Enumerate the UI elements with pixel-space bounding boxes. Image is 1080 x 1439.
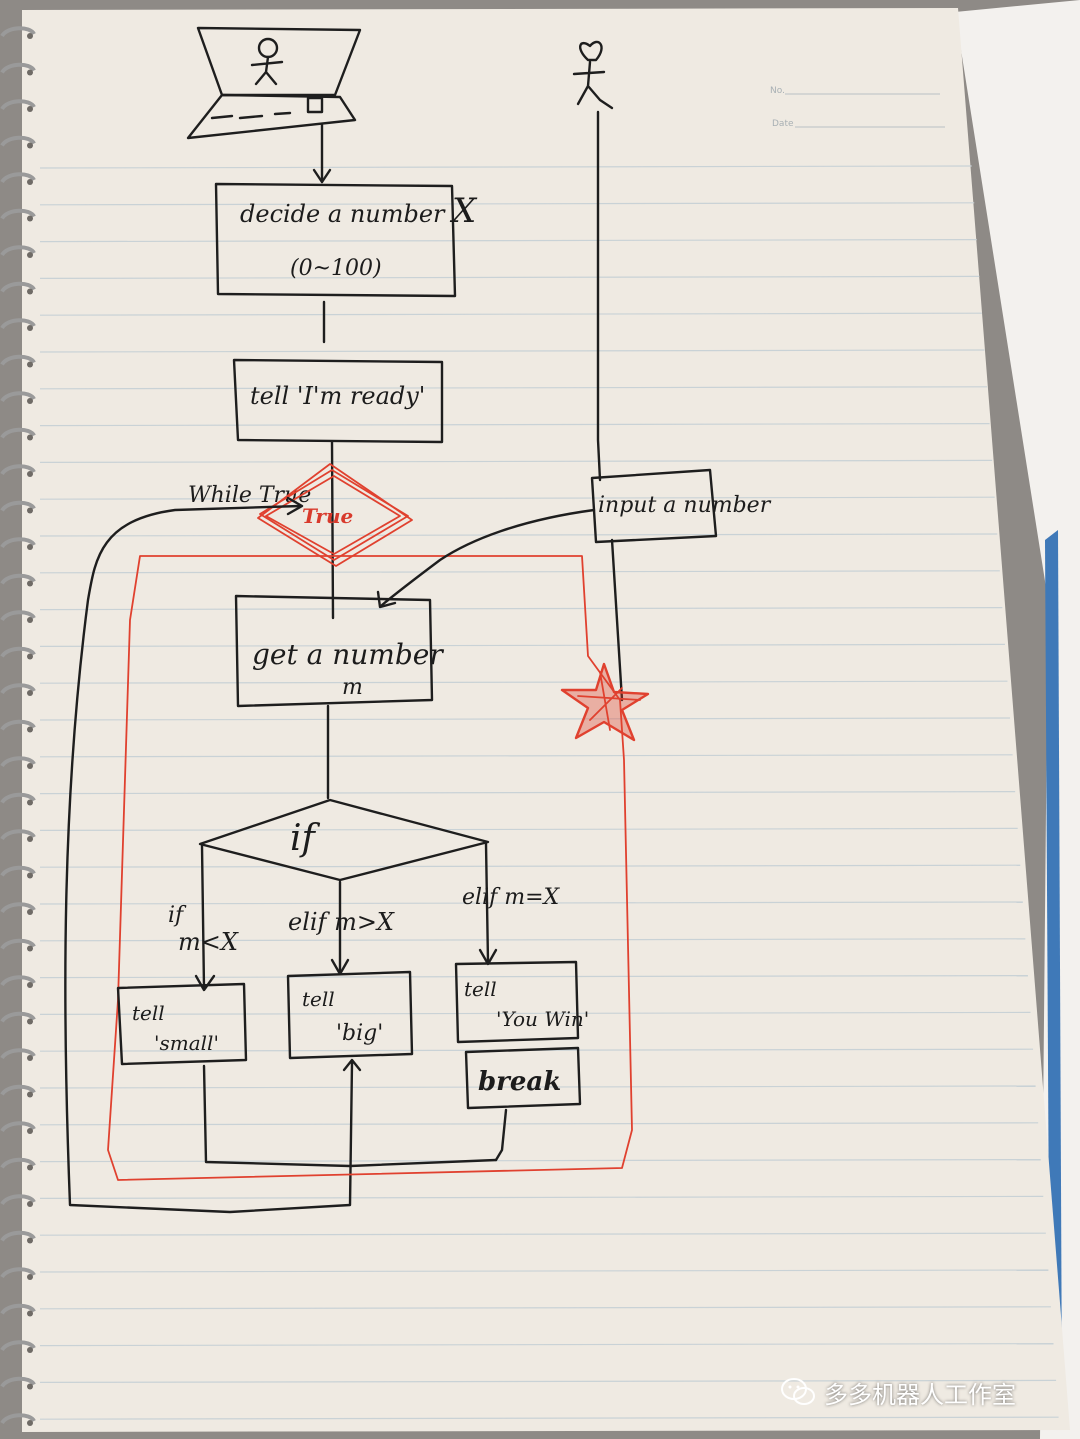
small-tell-text: tell — [132, 1001, 165, 1025]
spiral-hole — [27, 581, 33, 587]
branch-right-label: elif m=X — [462, 885, 561, 910]
loop-label: While True — [188, 483, 311, 508]
spiral-hole — [27, 946, 33, 952]
spiral-hole — [27, 1092, 33, 1098]
spiral-hole — [27, 617, 33, 623]
spiral-hole — [27, 106, 33, 112]
spiral-hole — [27, 1384, 33, 1390]
spiral-hole — [27, 1420, 33, 1426]
decide-var-text: X — [449, 191, 478, 231]
spiral-hole — [27, 1019, 33, 1025]
header-field-no: No. — [770, 86, 785, 96]
spiral-hole — [27, 325, 33, 331]
spiral-hole — [27, 690, 33, 696]
spiral-hole — [27, 800, 33, 806]
watermark-text: 多多机器人工作室 — [824, 1375, 1016, 1410]
spiral-hole — [27, 216, 33, 222]
spiral-hole — [27, 1274, 33, 1280]
spiral-hole — [27, 544, 33, 550]
spiral-hole — [27, 179, 33, 185]
break-text: break — [478, 1067, 561, 1097]
spiral-hole — [27, 727, 33, 733]
spiral-hole — [27, 398, 33, 404]
spiral-hole — [27, 982, 33, 988]
branch-left-label-2: m<X — [178, 928, 239, 956]
get-var-text: m — [342, 675, 363, 700]
big-value-text: 'big' — [336, 1021, 383, 1046]
spiral-hole — [27, 1347, 33, 1353]
spiral-hole — [27, 471, 33, 477]
spiral-hole — [27, 1311, 33, 1317]
win-tell-text: tell — [464, 977, 497, 1001]
loop-diamond-text: True — [302, 504, 353, 528]
branch-middle-label: elif m>X — [288, 908, 395, 936]
spiral-hole — [27, 508, 33, 514]
spiral-hole — [27, 1055, 33, 1061]
spiral-hole — [27, 70, 33, 76]
spiral-hole — [27, 252, 33, 258]
spiral-hole — [27, 1165, 33, 1171]
spiral-hole — [27, 763, 33, 769]
spiral-hole — [27, 362, 33, 368]
spiral-hole — [27, 836, 33, 842]
spiral-hole — [27, 289, 33, 295]
get-text: get a number — [252, 638, 444, 671]
wechat-icon — [780, 1377, 816, 1407]
spiral-hole — [27, 1238, 33, 1244]
ready-text: tell 'I'm ready' — [250, 382, 425, 410]
spiral-hole — [27, 909, 33, 915]
spiral-hole — [27, 33, 33, 39]
big-tell-text: tell — [302, 987, 335, 1011]
spiral-hole — [27, 873, 33, 879]
spiral-hole — [27, 654, 33, 660]
spiral-hole — [27, 1128, 33, 1134]
win-value-text: 'You Win' — [496, 1007, 589, 1031]
watermark: 多多机器人工作室 — [780, 1375, 1016, 1409]
decide-text: decide a number — [240, 200, 446, 228]
header-field-date: Date — [772, 119, 794, 129]
spiral-hole — [27, 143, 33, 149]
decide-range-text: (0~100) — [290, 256, 382, 281]
small-value-text: 'small' — [154, 1031, 219, 1055]
spiral-hole — [27, 435, 33, 441]
spiral-hole — [27, 1201, 33, 1207]
input-text: input a number — [598, 493, 772, 518]
